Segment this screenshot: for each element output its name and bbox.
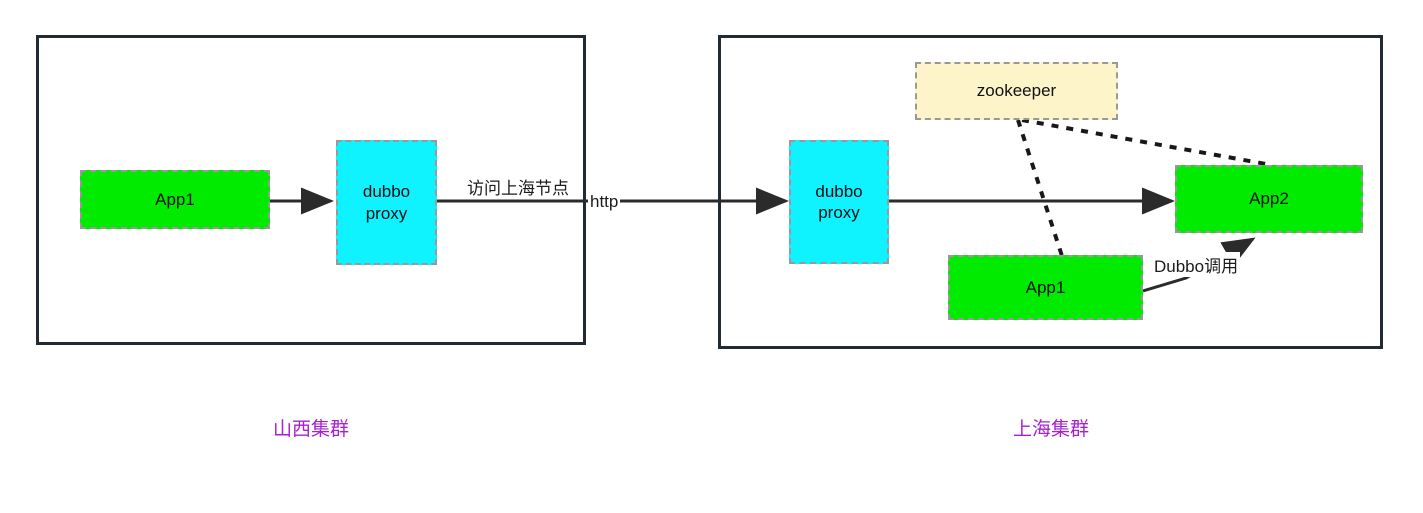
node-shanxi-dubbo-proxy[interactable]: dubbo proxy — [336, 140, 437, 265]
node-shanxi-app1[interactable]: App1 — [80, 170, 270, 229]
edge-label-access-shanghai-node: 访问上海节点 — [465, 174, 571, 199]
node-label: App2 — [1249, 189, 1289, 209]
node-label: App1 — [1025, 277, 1066, 297]
edge-zookeeper-to-shapp1 — [1016, 119, 1064, 257]
node-shanghai-app1[interactable]: App1 — [948, 255, 1143, 320]
edge-label-http: http — [588, 192, 621, 212]
node-label: dubbo proxy — [815, 181, 863, 222]
node-shanghai-zookeeper[interactable]: zookeeper — [915, 62, 1118, 120]
edge-zookeeper-to-app2 — [1021, 118, 1267, 166]
node-shanghai-app2[interactable]: App2 — [1175, 165, 1363, 233]
node-shanghai-dubbo-proxy[interactable]: dubbo proxy — [789, 140, 889, 264]
cluster-caption-shanghai: 上海集群 — [1012, 419, 1089, 440]
node-label: zookeeper — [976, 81, 1057, 101]
node-label: dubbo proxy — [362, 182, 411, 223]
node-label: App1 — [155, 189, 195, 209]
edge-label-dubbo-invoke: Dubbo调用 — [1152, 252, 1241, 277]
cluster-caption-shanxi: 山西集群 — [272, 419, 349, 440]
